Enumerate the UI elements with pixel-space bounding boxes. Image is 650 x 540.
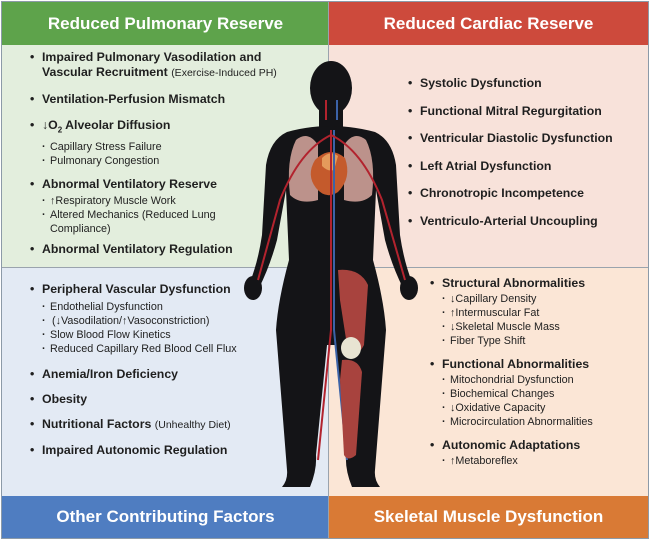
cardiac-item: Functional Mitral Regurgitation (408, 104, 643, 119)
pulmonary-subitem: ↑Respiratory Muscle Work (30, 194, 315, 208)
muscle-subitem: Biochemical Changes (430, 387, 645, 401)
other-subitem: Endothelial Dysfunction (30, 300, 320, 314)
other-factors-header: Other Contributing Factors (2, 496, 329, 538)
cardiac-item: Ventriculo-Arterial Uncoupling (408, 214, 643, 229)
pulmonary-item: Ventilation-Perfusion Mismatch (30, 92, 315, 107)
pulmonary-list: Impaired Pulmonary Vasodilation and Vasc… (30, 50, 315, 257)
oxygen-symbol: O (48, 118, 58, 132)
pulmonary-header: Reduced Pulmonary Reserve (2, 2, 329, 45)
muscle-subitem: ↓Capillary Density (430, 292, 645, 306)
muscle-subitem: ↑Intermuscular Fat (430, 306, 645, 320)
pulmonary-item-text-2: Vascular Recruitment (42, 65, 168, 79)
other-subitem: Slow Blood Flow Kinetics (30, 328, 320, 342)
pulmonary-subitem: Pulmonary Congestion (30, 154, 315, 168)
pulmonary-item: Impaired Pulmonary Vasodilation and Vasc… (30, 50, 315, 81)
other-factors-list: Peripheral Vascular Dysfunction Endothel… (30, 282, 320, 458)
muscle-subitem: Microcirculation Abnormalities (430, 415, 645, 429)
pulmonary-item: Abnormal Ventilatory Reserve (30, 177, 315, 192)
pulmonary-item-text: Ventilation-Perfusion Mismatch (42, 92, 226, 106)
muscle-list: Structural Abnormalities ↓Capillary Dens… (430, 276, 645, 468)
muscle-subitem: Fiber Type Shift (430, 334, 645, 348)
other-item-note: (Unhealthy Diet) (154, 419, 231, 431)
muscle-group: Structural Abnormalities (430, 276, 645, 291)
cardiac-item: Systolic Dysfunction (408, 76, 643, 91)
muscle-group: Functional Abnormalities (430, 357, 645, 372)
oxygen-subscript: 2 (57, 125, 63, 135)
pulmonary-subitem: Altered Mechanics (Reduced Lung Complian… (30, 208, 250, 236)
other-item-text: Nutritional Factors (42, 417, 152, 431)
muscle-header: Skeletal Muscle Dysfunction (329, 496, 648, 538)
other-item: Impaired Autonomic Regulation (30, 443, 320, 458)
muscle-subitem: Mitochondrial Dysfunction (430, 373, 645, 387)
decrease-arrow: ↓ (42, 118, 49, 132)
muscle-subitem: ↓Oxidative Capacity (430, 401, 645, 415)
cardiac-item: Ventricular Diastolic Dysfunction (408, 131, 643, 146)
other-item: Anemia/Iron Deficiency (30, 367, 320, 382)
pulmonary-item-text: Abnormal Ventilatory Reserve (42, 177, 217, 192)
pulmonary-item: ↓O2 Alveolar Diffusion (30, 118, 315, 137)
muscle-subitem: ↓Skeletal Muscle Mass (430, 320, 645, 334)
other-item: Obesity (30, 392, 320, 407)
cardiac-item: Chronotropic Incompetence (408, 186, 643, 201)
lungs (288, 136, 374, 202)
other-subitem: Reduced Capillary Red Blood Cell Flux (30, 342, 320, 356)
other-item: Peripheral Vascular Dysfunction (30, 282, 320, 297)
other-subitem-cont: (↓Vasodilation/↑Vasoconstriction) (30, 314, 320, 328)
cardiac-header: Reduced Cardiac Reserve (329, 2, 648, 45)
pulmonary-item-text: Impaired Pulmonary Vasodilation and (42, 50, 262, 64)
cardiac-item: Left Atrial Dysfunction (408, 159, 643, 174)
cardiac-list: Systolic Dysfunction Functional Mitral R… (408, 76, 643, 241)
pulmonary-item-text: Abnormal Ventilatory Regulation (42, 242, 233, 257)
pulmonary-item-text: Alveolar Diffusion (65, 118, 171, 132)
pulmonary-item-note: (Exercise-Induced PH) (171, 67, 277, 79)
pulmonary-subitem: Capillary Stress Failure (30, 140, 315, 154)
leg-muscles (338, 269, 368, 459)
muscle-group: Autonomic Adaptations (430, 438, 645, 453)
muscle-subitem: ↑Metaboreflex (430, 454, 645, 468)
blood-vessels (257, 100, 406, 461)
other-item: Nutritional Factors (Unhealthy Diet) (30, 417, 320, 433)
pulmonary-item: Abnormal Ventilatory Regulation (30, 242, 315, 257)
